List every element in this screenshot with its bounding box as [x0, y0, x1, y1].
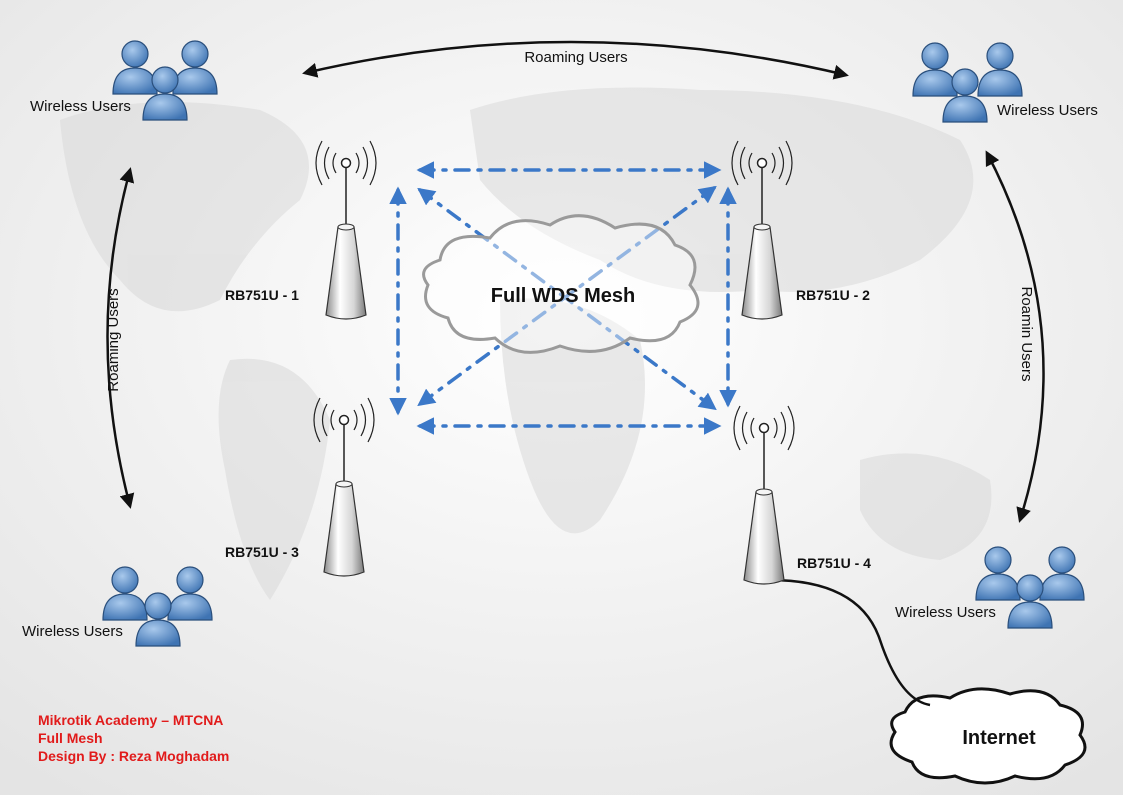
user-group-label-bottom-right: Wireless Users — [895, 604, 996, 621]
internet-cable — [769, 578, 931, 707]
credits-line-academy: Mikrotik Academy – MTCNA — [38, 712, 224, 728]
user-group-label-top-left: Wireless Users — [30, 98, 131, 115]
roaming-label-right: Roamin Users — [1018, 286, 1035, 381]
roaming-label-left: Roaming Users — [105, 288, 122, 391]
roaming-label-top: Roaming Users — [524, 49, 627, 66]
internet-cloud-label: Internet — [962, 727, 1036, 749]
roaming-arrows — [106, 40, 1045, 523]
internet-cloud: Internet — [889, 687, 1087, 785]
router-3-label: RB751U - 3 — [225, 544, 299, 560]
roaming-arrow-top — [302, 40, 849, 80]
user-group-label-top-right: Wireless Users — [997, 102, 1098, 119]
mesh-links — [389, 161, 737, 435]
mesh-cloud-label: Full WDS Mesh — [491, 285, 635, 307]
user-group-label-bottom-left: Wireless Users — [22, 623, 123, 640]
mesh-link-2-3 — [417, 185, 717, 407]
roaming-arrow-right — [985, 150, 1045, 523]
router-1-label: RB751U - 1 — [225, 287, 299, 303]
router-2-label: RB751U - 2 — [796, 287, 870, 303]
credits-block: Mikrotik Academy – MTCNA Full Mesh Desig… — [38, 711, 229, 765]
roaming-arrow-left — [106, 167, 135, 509]
credits-line-author: Design By : Reza Moghadam — [38, 748, 230, 764]
mesh-cloud: Full WDS Mesh — [422, 214, 700, 354]
router-4-label: RB751U - 4 — [797, 555, 871, 571]
credits-line-title: Full Mesh — [38, 730, 103, 746]
